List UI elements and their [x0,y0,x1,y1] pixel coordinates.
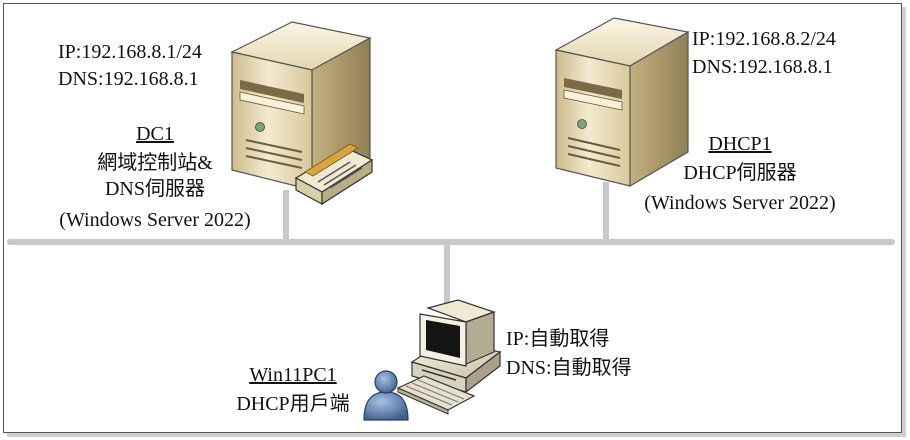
dc1-dns-label: DNS:192.168.8.1 [58,68,199,90]
client-pc-icon [396,299,502,415]
client-dns-label: DNS:自動取得 [506,357,632,379]
client-ip-label: IP:自動取得 [506,328,610,350]
dhcp1-os: (Windows Server 2022) [644,192,836,214]
dhcp1-role: DHCP伺服器 [683,162,797,184]
dc1-os: (Windows Server 2022) [59,209,251,231]
directory-book-icon [294,143,374,206]
dhcp1-dns-label: DNS:192.168.8.1 [692,56,833,78]
dhcp1-name: DHCP1 [708,133,772,155]
user-icon [363,370,409,421]
dc1-name: DC1 [136,123,174,145]
client-name: Win11PC1 [249,364,337,386]
dhcp1-ip-label: IP:192.168.8.2/24 [692,28,836,50]
dc1-ip-label: IP:192.168.8.1/24 [58,41,202,63]
client-role: DHCP用戶端 [236,393,350,415]
dhcp1-server-icon [554,17,690,188]
dc1-role-line2: DNS伺服器 [104,178,205,200]
dc1-role-line1: 網域控制站& [97,152,213,174]
